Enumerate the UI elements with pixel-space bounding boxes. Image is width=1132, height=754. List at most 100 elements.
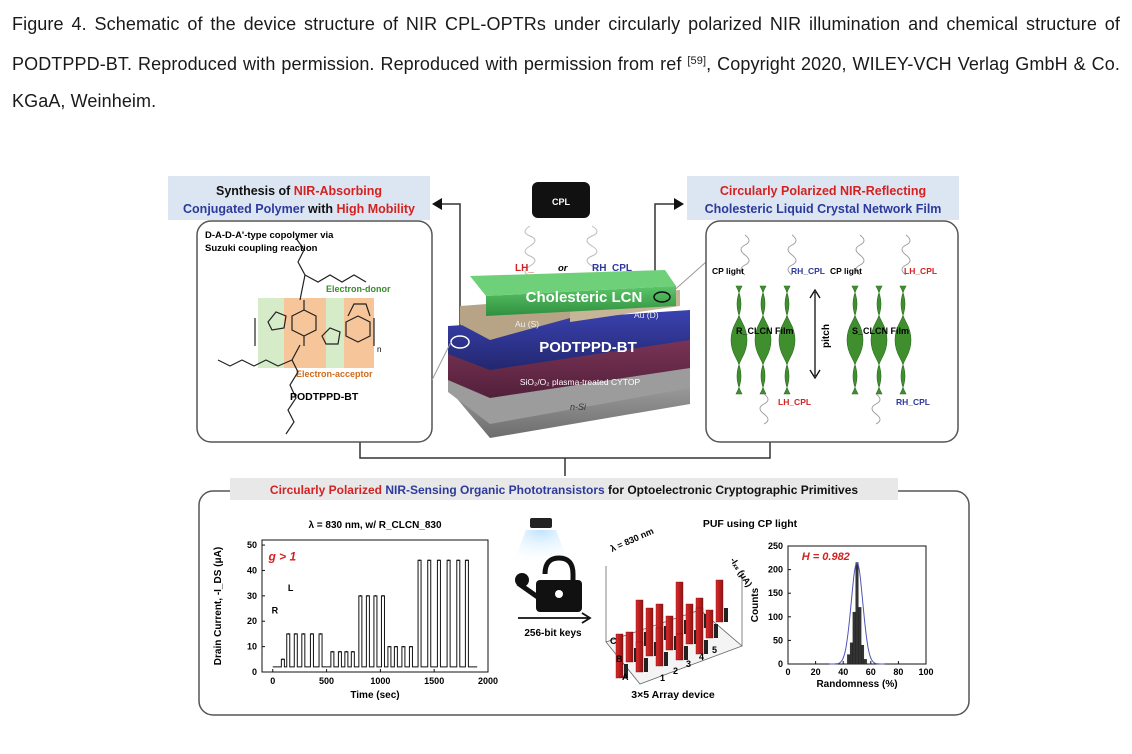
chart2-bar [847,654,851,665]
chart2-ylabel: Counts [750,587,761,622]
chart1-pulse-point [345,650,348,653]
array-bar [625,631,634,663]
left-desc-line1: D-A-D-A'-type copolymer via [205,230,334,241]
chart2-bar [863,659,867,665]
layer-si-label: n-Si [570,402,587,412]
layer-podt-label: PODTPPD-BT [539,339,637,356]
chart2-xtick-label: 0 [785,667,790,677]
chart2-ytick-label: 200 [768,565,783,575]
chart1-pulse-point [287,633,290,635]
array-bar [695,607,704,655]
pitch-label: pitch [821,324,832,348]
array-col-label: 2 [673,666,678,676]
chart2-fit-curve [829,561,885,665]
array-bar [655,627,664,667]
chart1-marker-l: L [288,583,294,593]
chart1-pulse-point [311,633,313,635]
array-bar [715,579,724,623]
chart1-pulse-point [282,658,284,661]
chart1-ytick-label: 40 [247,565,257,575]
callout-line-right [669,261,707,295]
array-col-label: 5 [712,645,717,655]
array-bar-dark [664,652,668,666]
right-rh-cpl-1: RH_CPL [791,266,825,276]
chart1-ytick-label: 50 [247,540,257,550]
chart2-ytick-label: 100 [768,612,783,622]
array-bar [635,599,644,647]
chart1-ytick-label: 0 [252,667,257,677]
arrow-head-right [674,198,684,210]
chart2-xtick-label: 40 [838,667,848,677]
array-row-label: B [616,654,623,664]
au-source-label: Au (S) [515,319,539,329]
chart2-bar [855,562,859,665]
or-label: or [558,263,569,274]
caption-text-2: , Copyright 2020, WILEY-VCH Verlag GmbH … [12,54,1120,111]
layer-lcn-front [486,286,676,316]
array-bar [675,581,684,635]
chart1-pulse-point [294,633,297,635]
left-title-box [168,176,430,220]
right-film-s: S_CLCN Film [852,326,909,336]
array-title: PUF using CP light [703,518,798,530]
chart1-xtick-label: 1500 [424,676,444,686]
cpl-light-coils [524,225,598,277]
chart1-pulse-point [466,559,468,562]
chart1-trace [272,559,478,668]
chart1-ytick-label: 10 [247,642,257,652]
layer-lcn-top [470,270,676,296]
bottom-title: Circularly Polarized NIR-Sensing Organic… [270,483,858,497]
chart1-annotation: g > 1 [267,549,296,563]
chart2-bar [858,607,862,665]
chart1-pulse-point [352,650,354,653]
polymer-structure [217,237,375,435]
array-col-label: 1 [660,673,665,683]
chart1-title: λ = 830 nm, w/ R_CLCN_830 [308,520,442,531]
chart1-ylabel: Drain Current, -I_DS (μA) [213,547,224,665]
right-cp-light-1: CP light [712,266,744,276]
cpl-source [532,182,590,218]
donor-label: Electron-donor [326,284,391,294]
array-bar [635,641,644,673]
chart2-xtick-label: 20 [811,667,821,677]
chart1-ytick-label: 20 [247,616,257,626]
array-bar [685,603,694,645]
bottom-title-box [230,478,898,500]
array-row-label: C [610,636,617,646]
left-title-line1: Synthesis of NIR-Absorbing [216,184,382,198]
right-rh-cpl-2: RH_CPL [896,397,930,407]
chart2-ytick-label: 0 [778,659,783,669]
donor-highlight-2 [326,298,344,368]
chart1-pulse-point [395,645,397,648]
chart1-pulse-point [331,650,334,653]
array-row-label: A [622,672,629,682]
left-desc-line2: Suzuki coupling reaction [205,243,318,254]
chart1-xtick-label: 1000 [370,676,390,686]
array-col-label: 4 [699,652,704,662]
lock-key-icon [512,518,582,612]
chart1-ytick-label: 30 [247,591,257,601]
au-drain-label: Au (D) [634,310,659,320]
chart1-pulse-point [428,559,431,562]
chart1-xlabel: Time (sec) [350,690,399,701]
chart1-pulse-point [302,633,305,635]
chart1-pulse-point [374,595,377,597]
right-title-line1: Circularly Polarized NIR-Reflecting [720,184,926,198]
chart2-ytick-label: 250 [768,541,783,551]
incident-light-coils [740,234,911,425]
right-callout-marker [653,291,671,303]
arrow-head-left [432,198,442,210]
array-bar [645,607,654,657]
array-bar-dark [704,640,708,654]
chart1-pulse-point [388,645,391,648]
array-bar [705,609,714,639]
chart1-pulse-point [359,595,362,597]
chart1-marker-r: R [272,606,279,616]
array-bar-dark [724,608,728,622]
right-lh-cpl-1: LH_CPL [904,266,937,276]
chart2-bar [852,611,856,665]
array-bar-dark [714,624,718,638]
